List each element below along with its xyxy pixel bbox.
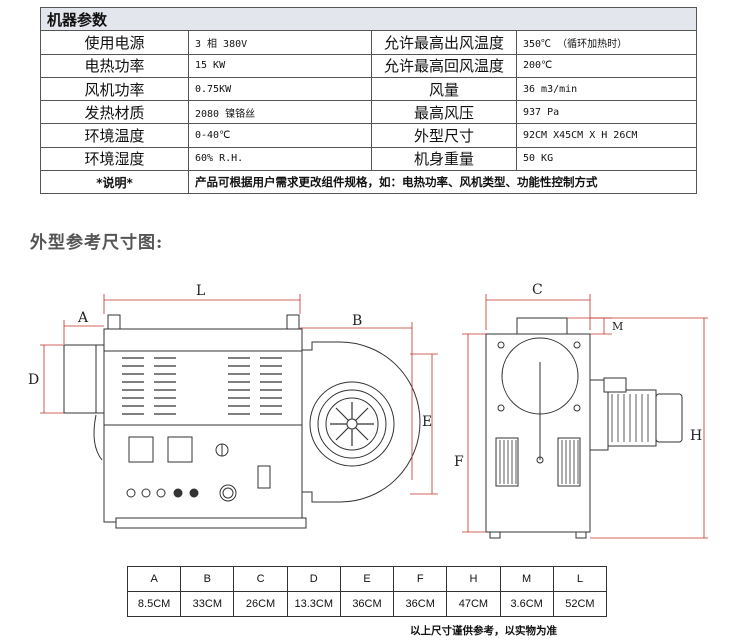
spec-note-row: *说明* 产品可根据用户需求更改组件规格，如：电热功率、风机类型、功能性控制方式 [40, 170, 698, 195]
spec-row: 环境温度 0-40℃ 外型尺寸 92CM X45CM X H 26CM [40, 123, 698, 148]
dimension-header-row: A B C D E F H M L [126, 566, 608, 592]
spec-value: 50 KG [515, 146, 698, 172]
spec-value: 92CM X45CM X H 26CM [515, 123, 698, 148]
spec-label: 最高风压 [371, 100, 517, 125]
spec-value: 2080 镍铬丝 [188, 100, 372, 125]
spec-row: 风机功率 0.75KW 风量 36 m3/min [40, 76, 698, 102]
dim-header: C [233, 566, 288, 592]
label-C: C [532, 282, 543, 298]
spec-row: 环境湿度 60% R.H. 机身重量 50 KG [40, 146, 698, 172]
dim-value: 26CM [233, 591, 288, 617]
spec-table: 机器参数 使用电源 3 相 380V 允许最高出风温度 350℃ （循环加热时）… [39, 6, 698, 195]
spec-label: 环境温度 [40, 123, 189, 148]
label-D: D [28, 372, 39, 388]
front-view [63, 314, 421, 529]
section-title: 外型参考尺寸图: [30, 233, 164, 253]
dim-value: 8.5CM [126, 591, 182, 617]
note-label: *说明* [40, 170, 189, 195]
dimension-value-row: 8.5CM 33CM 26CM 13.3CM 36CM 36CM 47CM 3.… [126, 591, 608, 617]
spec-label: 环境湿度 [40, 146, 189, 172]
spec-row: 发热材质 2080 镍铬丝 最高风压 937 Pa [40, 100, 698, 125]
footnote: 以上尺寸谨供参考，以实物为准 [410, 625, 557, 637]
dim-header: A [126, 566, 182, 592]
dim-header: F [393, 566, 448, 592]
spec-label: 风量 [371, 76, 517, 102]
spec-label: 使用电源 [40, 30, 189, 55]
spec-label: 允许最高出风温度 [371, 30, 517, 55]
spec-label: 外型尺寸 [371, 123, 517, 148]
spec-label: 电热功率 [40, 53, 189, 78]
spec-value: 0.75KW [188, 76, 372, 102]
spec-label: 允许最高回风温度 [371, 53, 517, 78]
label-E: E [422, 414, 432, 430]
dim-header: L [552, 566, 608, 592]
spec-value: 15 KW [188, 53, 372, 78]
spec-value: 60% R.H. [188, 146, 372, 172]
dim-header: H [446, 566, 501, 592]
label-M: M [612, 320, 623, 333]
spec-row: 使用电源 3 相 380V 允许最高出风温度 350℃ （循环加热时） [40, 30, 698, 55]
spec-value: 200℃ [515, 53, 698, 78]
dim-value: 52CM [552, 591, 608, 617]
spec-value: 36 m3/min [515, 76, 698, 102]
dim-value: 13.3CM [286, 591, 341, 617]
dim-header: M [499, 566, 554, 592]
side-view [485, 317, 683, 539]
dim-value: 33CM [180, 591, 235, 617]
spec-value: 937 Pa [515, 100, 698, 125]
dim-value: 47CM [446, 591, 501, 617]
label-L: L [196, 283, 205, 299]
spec-value: 0-40℃ [188, 123, 372, 148]
note-text: 产品可根据用户需求更改组件规格，如：电热功率、风机类型、功能性控制方式 [187, 170, 698, 195]
label-F: F [454, 454, 464, 470]
dim-value: 3.6CM [499, 591, 554, 617]
spec-value: 350℃ （循环加热时） [515, 30, 698, 55]
dimension-lines [40, 294, 708, 539]
spec-label: 机身重量 [371, 146, 517, 172]
label-H: H [690, 428, 702, 444]
dim-value: 36CM [339, 591, 395, 617]
label-A: A [77, 310, 89, 326]
dim-header: B [180, 566, 235, 592]
spec-title: 机器参数 [39, 6, 698, 32]
dim-value: 36CM [393, 591, 448, 617]
dim-header: E [339, 566, 395, 592]
dimension-table: A B C D E F H M L 8.5CM 33CM 26CM 13.3CM… [126, 566, 608, 617]
spec-value: 3 相 380V [188, 30, 372, 55]
label-B: B [352, 313, 362, 329]
dimension-drawing: L A B D E C M F H [28, 282, 708, 539]
spec-label: 风机功率 [40, 76, 189, 102]
spec-label: 发热材质 [40, 100, 189, 125]
dim-header: D [286, 566, 341, 592]
spec-row: 电热功率 15 KW 允许最高回风温度 200℃ [40, 53, 698, 78]
